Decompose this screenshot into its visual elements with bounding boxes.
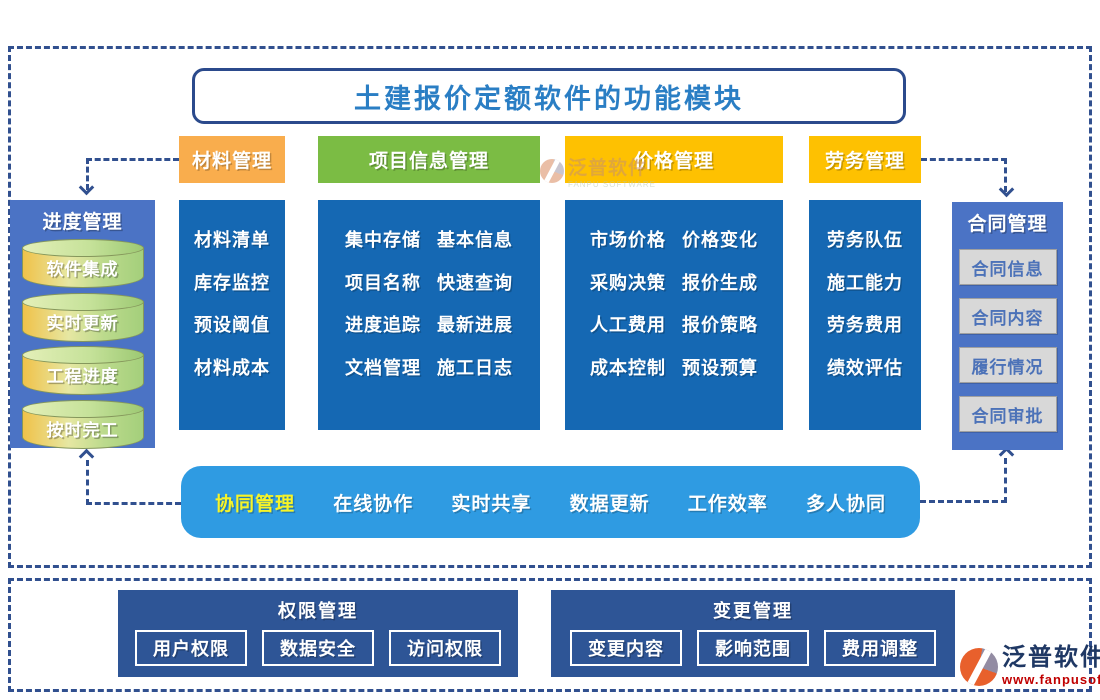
logo-texts: 泛普软件 www.fanpusoft.com [1002, 644, 1100, 687]
collab-item: 工作效率 [687, 493, 768, 515]
module-row: 集中存储 基本信息 [318, 226, 540, 252]
section-item: 影响范围 [697, 630, 809, 666]
module-item: 材料成本 [194, 357, 270, 378]
bottom-dashed-frame [8, 578, 1092, 692]
module-item: 采购决策 [590, 272, 666, 293]
module-item: 材料清单 [194, 230, 270, 251]
connector-collab-to-contract [920, 458, 1007, 503]
watermark-subtitle: FANPU SOFTWARE [568, 180, 656, 189]
module-row: 采购决策 报价生成 [565, 269, 783, 295]
cylinder-label: 按时完工 [46, 420, 119, 440]
connector-labor-to-contract [921, 158, 1007, 192]
module-item: 文档管理 [345, 357, 421, 378]
section-items: 用户权限 数据安全 访问权限 [118, 630, 518, 666]
cylinder-node: 工程进度 [21, 346, 144, 395]
section-item: 费用调整 [824, 630, 936, 666]
module-item: 进度追踪 [345, 315, 421, 336]
cylinder-label: 工程进度 [46, 367, 119, 386]
cylinder-label: 实时更新 [46, 313, 119, 333]
module-box-project-info: 集中存储 基本信息 项目名称 快速查询 进度追踪 最新进展 文档管理 施工日志 [318, 200, 540, 430]
section-item: 用户权限 [135, 630, 247, 666]
connector-collab-to-progress [86, 460, 181, 505]
contract-item: 合同审批 [958, 396, 1057, 432]
section-item: 数据安全 [262, 630, 374, 666]
contract-item: 合同信息 [958, 249, 1057, 285]
collab-item: 在线协作 [333, 493, 414, 515]
cylinder-node: 软件集成 [21, 239, 144, 288]
header-labor-management: 劳务管理 [809, 136, 921, 183]
section-items: 变更内容 影响范围 费用调整 [551, 630, 955, 666]
module-item: 劳务费用 [827, 315, 903, 336]
module-item: 劳务队伍 [827, 230, 903, 251]
module-item: 集中存储 [345, 230, 421, 251]
logo-url-link[interactable]: www.fanpusoft.com [1002, 672, 1100, 687]
header-project-info-management: 项目信息管理 [318, 136, 540, 183]
module-item: 施工日志 [437, 357, 513, 378]
center-watermark: 泛普软件 FANPU SOFTWARE [540, 153, 656, 189]
header-material-management: 材料管理 [179, 136, 285, 183]
module-item: 项目名称 [345, 272, 421, 293]
connector-material-to-progress [86, 158, 179, 190]
module-item: 绩效评估 [827, 357, 903, 378]
collab-item: 多人协同 [805, 493, 886, 515]
module-item: 基本信息 [437, 230, 513, 251]
contract-item: 履行情况 [958, 347, 1057, 383]
module-row: 人工费用 报价策略 [565, 311, 783, 337]
panel-progress-management: 进度管理 软件集成 实时更新 工程进度 按时完工 [10, 200, 155, 449]
cylinder-node: 实时更新 [21, 292, 144, 342]
module-box-labor: 劳务队伍 施工能力 劳务费用 绩效评估 [809, 200, 921, 430]
section-change-management: 变更管理 变更内容 影响范围 费用调整 [551, 590, 955, 677]
cylinder-top [21, 292, 144, 311]
module-item: 价格变化 [682, 230, 758, 251]
collab-item: 数据更新 [569, 493, 650, 515]
watermark-brand: 泛普软件 [568, 158, 649, 179]
cylinder-top [21, 399, 144, 418]
module-row: 文档管理 施工日志 [318, 354, 540, 380]
contract-item: 合同内容 [958, 298, 1057, 334]
top-dashed-frame [8, 46, 1092, 568]
panel-contract-management: 合同管理 合同信息 合同内容 履行情况 合同审批 [952, 202, 1063, 450]
diagram-title: 土建报价定额软件的功能模块 [354, 83, 744, 114]
fanpu-logo-icon [960, 648, 998, 686]
collab-title: 协同管理 [215, 493, 296, 515]
module-box-material: 材料清单 库存监控 预设阈值 材料成本 [179, 200, 285, 430]
cylinder-top [21, 346, 144, 364]
header-price-management: 价格管理 [565, 136, 783, 183]
fanpu-logo-icon [540, 159, 564, 183]
section-item: 访问权限 [389, 630, 501, 666]
collab-item: 实时共享 [451, 493, 532, 515]
cylinder-top [21, 239, 144, 257]
collaboration-bar: 协同管理 在线协作 实时共享 数据更新 工作效率 多人协同 [181, 466, 920, 538]
watermark-texts: 泛普软件 FANPU SOFTWARE [568, 153, 656, 189]
module-item: 库存监控 [194, 272, 270, 293]
module-item: 市场价格 [590, 230, 666, 251]
section-permission-management: 权限管理 用户权限 数据安全 访问权限 [118, 590, 518, 677]
section-item: 变更内容 [570, 630, 682, 666]
module-item: 预设预算 [682, 357, 758, 378]
panel-title: 进度管理 [42, 212, 123, 233]
module-row: 进度追踪 最新进展 [318, 311, 540, 337]
logo-brand-name: 泛普软件 [1002, 644, 1100, 671]
module-row: 市场价格 价格变化 [565, 226, 783, 252]
module-row: 项目名称 快速查询 [318, 269, 540, 295]
module-item: 报价策略 [682, 315, 758, 336]
module-item: 快速查询 [437, 272, 513, 293]
module-item: 最新进展 [437, 315, 513, 336]
panel-title: 合同管理 [967, 214, 1048, 235]
module-item: 施工能力 [827, 272, 903, 293]
brand-logo: 泛普软件 www.fanpusoft.com [960, 644, 1100, 687]
diagram-title-box: 土建报价定额软件的功能模块 [192, 68, 906, 124]
module-item: 预设阈值 [194, 315, 270, 336]
cylinder-node: 按时完工 [21, 399, 144, 449]
module-row: 成本控制 预设预算 [565, 354, 783, 380]
section-title: 变更管理 [713, 601, 793, 621]
module-item: 报价生成 [682, 272, 758, 293]
cylinder-label: 软件集成 [46, 260, 119, 279]
module-item: 成本控制 [590, 357, 666, 378]
section-title: 权限管理 [278, 601, 358, 621]
module-box-price: 市场价格 价格变化 采购决策 报价生成 人工费用 报价策略 成本控制 预设预算 [565, 200, 783, 430]
module-item: 人工费用 [590, 315, 666, 336]
